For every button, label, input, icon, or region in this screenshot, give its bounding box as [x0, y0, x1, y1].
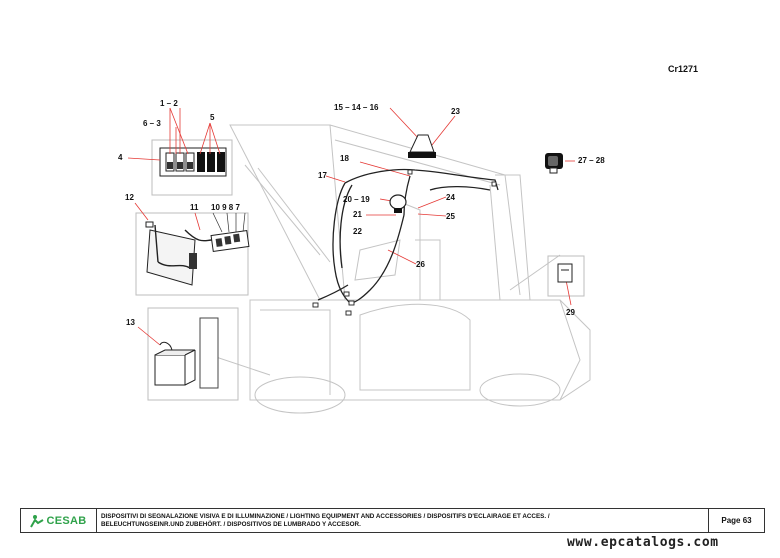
- callout-12: 12: [125, 193, 134, 202]
- leader-lines: [127, 107, 575, 346]
- light-bar-unit: [210, 230, 250, 252]
- callout-18: 18: [340, 154, 349, 163]
- battery-box: [154, 317, 219, 389]
- small-connectors: [312, 169, 497, 316]
- brand-name: CESAB: [46, 514, 87, 527]
- callout-10-9-8-7: 10 9 8 7: [211, 203, 240, 212]
- title-block: CESAB DISPOSITIVI DI SEGNALAZIONE VISIVA…: [20, 508, 765, 533]
- callout-17: 17: [318, 171, 327, 180]
- wiring-harness: [317, 168, 499, 305]
- lighting-exploded-diagram: [127, 107, 591, 414]
- watermark-link[interactable]: www.epcatalogs.com: [567, 535, 719, 550]
- callout-5: 5: [210, 113, 215, 122]
- callout-15-14-16: 15 – 14 – 16: [334, 103, 379, 112]
- mounting-plate: [145, 221, 213, 286]
- rotating-beacon: [408, 134, 436, 158]
- work-lamp-rear: [545, 153, 563, 174]
- black-leaders: [212, 212, 246, 233]
- description-line-1: DISPOSITIVI DI SEGNALAZIONE VISIVA E DI …: [101, 512, 550, 520]
- callout-21: 21: [353, 210, 362, 219]
- callout-26: 26: [416, 260, 425, 269]
- section-description: DISPOSITIVI DI SEGNALAZIONE VISIVA E DI …: [97, 509, 709, 532]
- callout-25: 25: [446, 212, 455, 221]
- callout-1-2: 1 – 2: [160, 99, 178, 108]
- brand-logo: CESAB: [21, 509, 97, 532]
- callout-11: 11: [190, 203, 199, 212]
- callout-23: 23: [451, 107, 460, 116]
- callout-20-19: 20 – 19: [343, 195, 370, 204]
- work-lamp-cab: [389, 194, 407, 213]
- forklift-outline: [209, 124, 591, 414]
- page-number: Page 63: [721, 516, 752, 525]
- drawing-reference-code: Cr1271: [668, 64, 699, 74]
- callout-24: 24: [446, 193, 455, 202]
- callout-27-28: 27 – 28: [578, 156, 605, 165]
- callout-22: 22: [353, 227, 362, 236]
- callout-29: 29: [566, 308, 575, 317]
- callout-13: 13: [126, 318, 135, 327]
- cesab-figure-icon: [30, 514, 44, 527]
- callout-4: 4: [118, 153, 123, 162]
- description-line-2: BELEUCHTUNGSEINR.UND ZUBEHÖRT. / DISPOSI…: [101, 520, 361, 528]
- callout-6-3: 6 – 3: [143, 119, 161, 128]
- detail-boxes: [135, 139, 585, 401]
- relay-box: [557, 263, 573, 283]
- switch-panel: [159, 147, 227, 177]
